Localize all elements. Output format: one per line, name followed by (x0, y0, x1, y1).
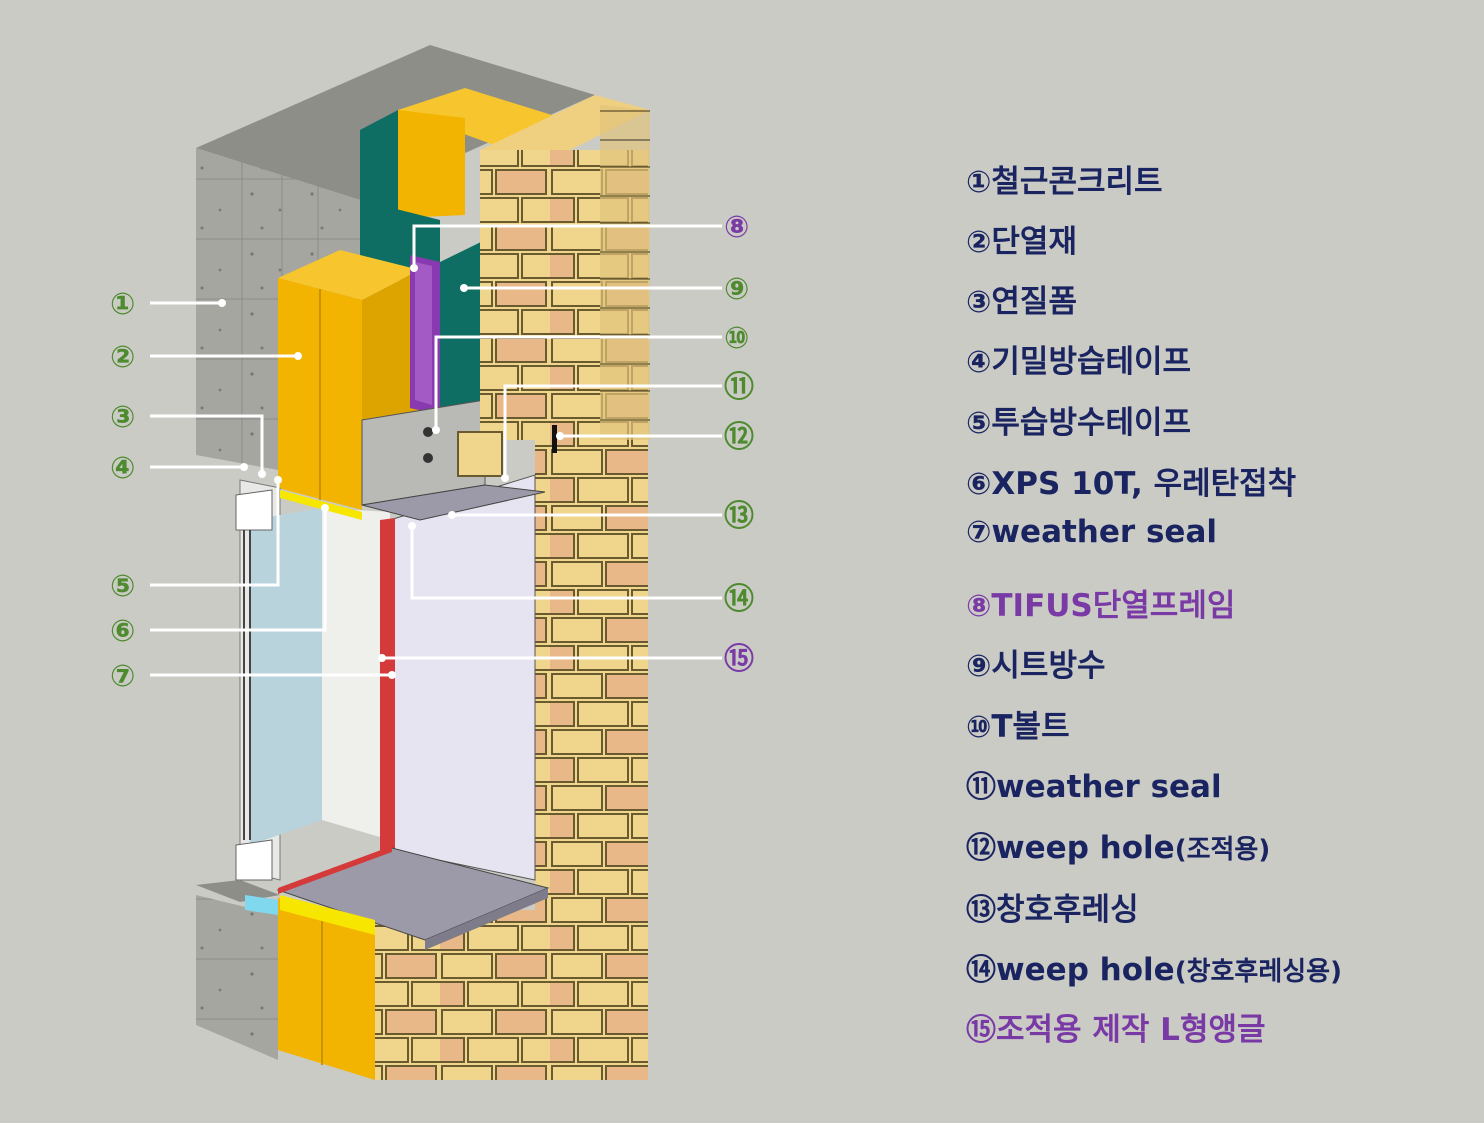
leader-dots (218, 264, 564, 679)
callout-9: ⑨ (724, 272, 749, 307)
insulation-main (278, 250, 420, 510)
callout-11: ⑪ (724, 370, 754, 405)
callout-5: ⑤ (110, 569, 135, 604)
callout-2: ② (110, 340, 135, 375)
legend-item-9: ⑨시트방수 (966, 648, 1106, 684)
legend-item-3: ③연질폼 (966, 284, 1077, 320)
window-flashing-top (280, 484, 546, 521)
callout-7: ⑦ (110, 659, 135, 694)
legend-item-2: ②단열재 (966, 224, 1077, 260)
callout-14: ⑭ (724, 582, 754, 617)
legend-item-6: ⑥XPS 10T, 우레탄접착 (966, 466, 1297, 502)
legend-item-8: ⑧TIFUS단열프레임 (966, 588, 1236, 624)
legend-item-15: ⑮조적용 제작 L형앵글 (966, 1012, 1266, 1048)
callouts-right: ⑧ ⑨ ⑩ ⑪ ⑫ ⑬ ⑭ ⑮ (724, 210, 754, 677)
callout-3: ③ (110, 400, 135, 435)
callout-4: ④ (110, 451, 135, 486)
legend-item-13: ⑬창호후레싱 (966, 892, 1139, 928)
tifus-frame (410, 255, 440, 415)
brick-wall (375, 95, 650, 1080)
callout-10: ⑩ (724, 321, 749, 356)
window-frame (235, 479, 390, 881)
leader-lines (150, 224, 722, 677)
legend-item-11: ⑪weather seal (966, 769, 1222, 805)
window-reveal (380, 474, 536, 881)
legend-item-14: ⑭weep hole(창호후레싱용) (966, 952, 1342, 988)
callout-15: ⑮ (724, 642, 754, 677)
legend-item-5: ⑤투습방수테이프 (966, 405, 1192, 441)
callouts-left: ① ② ③ ④ ⑤ ⑥ ⑦ (110, 287, 135, 694)
window-sill-flashing (276, 846, 550, 950)
callout-6: ⑥ (110, 614, 135, 649)
callout-8: ⑧ (724, 210, 749, 245)
legend-item-10: ⑩T볼트 (966, 709, 1070, 745)
callout-1: ① (110, 287, 135, 322)
legend-item-12: ⑫weep hole(조적용) (966, 830, 1271, 866)
legend-item-4: ④기밀방습테이프 (966, 344, 1192, 380)
legend-item-7: ⑦weather seal (966, 514, 1218, 550)
callout-12: ⑫ (724, 420, 754, 455)
wall-lower (196, 880, 375, 1080)
callout-13: ⑬ (724, 499, 754, 534)
legend-item-1: ①철근콘크리트 (966, 164, 1163, 200)
